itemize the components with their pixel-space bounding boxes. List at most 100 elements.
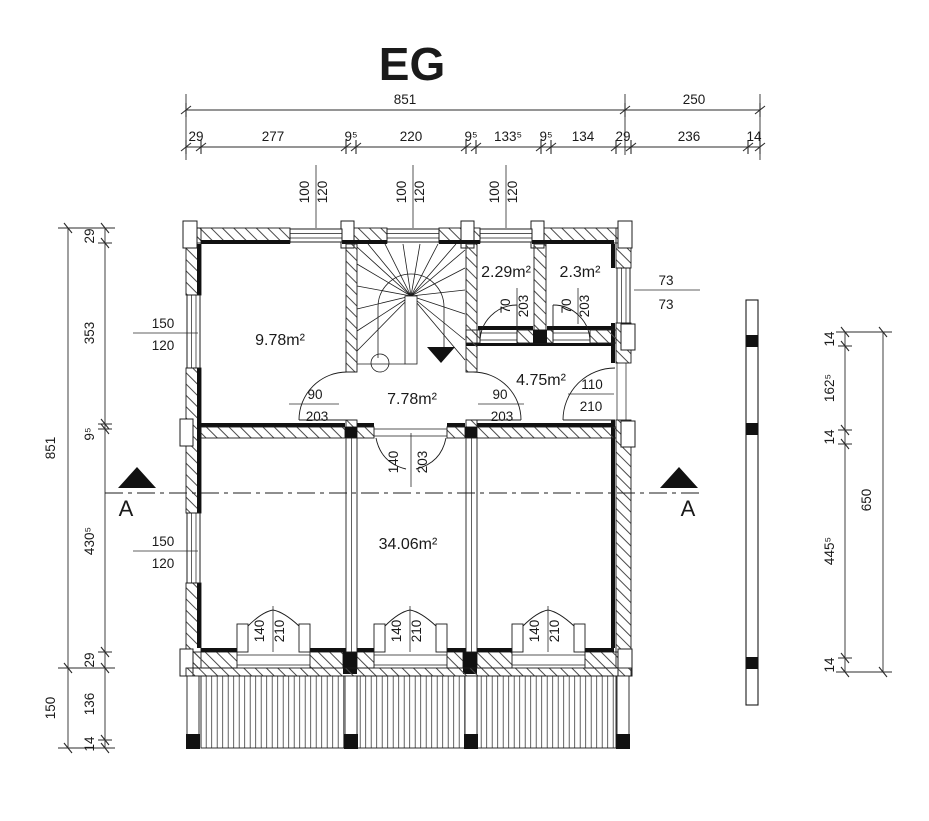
deck-post-base	[344, 734, 358, 749]
door-height-label: 210	[547, 620, 562, 643]
window-width-label: 73	[658, 273, 673, 288]
door-width-label: 140	[386, 451, 401, 474]
door-height-label: 203	[516, 295, 531, 318]
dim-label: 134	[572, 129, 595, 144]
bar-joint-mark	[746, 423, 758, 435]
door-width-label: 70	[559, 298, 574, 313]
room-area-label: 34.06m²	[379, 536, 438, 553]
title: EG	[379, 38, 445, 90]
doors	[236, 304, 627, 666]
window-left-1	[186, 294, 201, 369]
door-hall-left	[298, 371, 357, 421]
deck	[185, 667, 632, 749]
door-height-label: 203	[415, 451, 430, 474]
dim-label: 14	[746, 129, 762, 144]
door-width-label: 70	[498, 298, 513, 313]
window-width-label: 100	[394, 181, 409, 204]
dim-label: 353	[82, 322, 97, 345]
section-label-right: A	[681, 496, 696, 521]
stair-walkline-arch	[377, 273, 445, 358]
dim-label: 150	[43, 697, 58, 720]
stairs	[356, 243, 466, 373]
door-height-label: 210	[272, 620, 287, 643]
door-width-label: 110	[581, 377, 603, 392]
window-width-label: 150	[152, 316, 175, 331]
window-height-label: 73	[658, 297, 673, 312]
dim-label: 29	[82, 652, 97, 667]
room-area-label: 4.75m²	[516, 372, 566, 389]
window-height-label: 120	[152, 338, 175, 353]
dim-label: 14	[82, 736, 97, 752]
window-width-label: 100	[487, 181, 502, 204]
deck-post-base	[464, 734, 478, 749]
deck-post-base	[616, 734, 630, 749]
section-arrow-right	[660, 467, 698, 488]
dim-label: 29	[188, 129, 203, 144]
door-height-label: 203	[577, 295, 592, 318]
door-width-label: 140	[252, 620, 267, 643]
page-title: EG	[379, 38, 445, 90]
right-dimension-chains: 14 162⁵ 14 445⁵ 14 650	[822, 326, 892, 678]
dim-label: 9⁵	[539, 129, 552, 144]
dim-label: 430⁵	[82, 527, 97, 555]
stair-direction-arrow	[427, 347, 455, 363]
log-joint-post	[620, 420, 636, 448]
dim-label: 9⁵	[82, 427, 97, 440]
door-width-label: 140	[389, 620, 404, 643]
section-label-left: A	[119, 496, 134, 521]
door-height-label: 210	[580, 399, 603, 414]
windows	[186, 228, 631, 584]
door-hall-right	[466, 371, 522, 421]
top-dimension-chains: 851 250 29 277 9⁵ 220 9⁵ 133⁵ 9⁵ 134 29 …	[180, 92, 766, 160]
dim-label: 250	[683, 92, 706, 107]
door-height-label: 203	[491, 409, 514, 424]
bar-joint-mark	[746, 657, 758, 669]
window-top-2	[386, 228, 440, 243]
door-height-label: 210	[409, 620, 424, 643]
dim-label: 133⁵	[494, 129, 522, 144]
dim-label: 29	[615, 129, 630, 144]
dim-label: 851	[43, 437, 58, 460]
window-right-1	[616, 267, 631, 324]
stair-treads	[356, 243, 466, 361]
door-width-label: 140	[527, 620, 542, 643]
door-terrace-3	[511, 609, 586, 666]
room-labels: 9.78m² 7.78m² 2.29m² 2.3m² 4.75m² 34.06m…	[255, 264, 601, 553]
door-storage-2	[552, 304, 591, 343]
dim-label: 14	[822, 657, 837, 673]
door-width-label: 90	[492, 387, 507, 402]
log-joint-post	[620, 323, 636, 351]
dim-label: 851	[394, 92, 417, 107]
deck-bay	[200, 675, 346, 749]
room-area-label: 7.78m²	[387, 391, 437, 408]
door-living-double	[374, 428, 447, 470]
dim-label: 14	[822, 429, 837, 445]
dim-label: 9⁵	[464, 129, 477, 144]
stair-stringer	[404, 295, 418, 365]
dim-label: 236	[678, 129, 701, 144]
opening-labels: 100 120 100 120 100 120 150 120 150 120 …	[133, 165, 700, 652]
door-height-label: 203	[306, 409, 329, 424]
right-dim-labels: 14 162⁵ 14 445⁵ 14 650	[822, 331, 874, 673]
deck-post-base	[186, 734, 200, 749]
log-joint-post	[179, 418, 194, 447]
deck-rim	[185, 667, 632, 677]
dim-label: 9⁵	[344, 129, 357, 144]
room-area-label: 9.78m²	[255, 332, 305, 349]
log-joint-post	[182, 220, 198, 249]
door-terrace-2	[373, 609, 448, 666]
dim-label: 650	[859, 489, 874, 512]
dim-label: 445⁵	[822, 537, 837, 565]
section-line: A A	[105, 467, 700, 521]
window-height-label: 120	[152, 556, 175, 571]
deck-bay	[476, 675, 617, 749]
dim-label: 14	[822, 331, 837, 347]
door-entry	[562, 363, 627, 421]
top-dim-labels: 851 250 29 277 9⁵ 220 9⁵ 133⁵ 9⁵ 134 29 …	[188, 92, 762, 144]
left-dimension-chains: 851 150 29 353 9⁵ 430⁵ 29 136 14	[43, 222, 115, 754]
window-left-2	[186, 512, 201, 584]
section-arrow-left	[118, 467, 156, 488]
deck-bay	[356, 675, 466, 749]
window-width-label: 100	[297, 181, 312, 204]
